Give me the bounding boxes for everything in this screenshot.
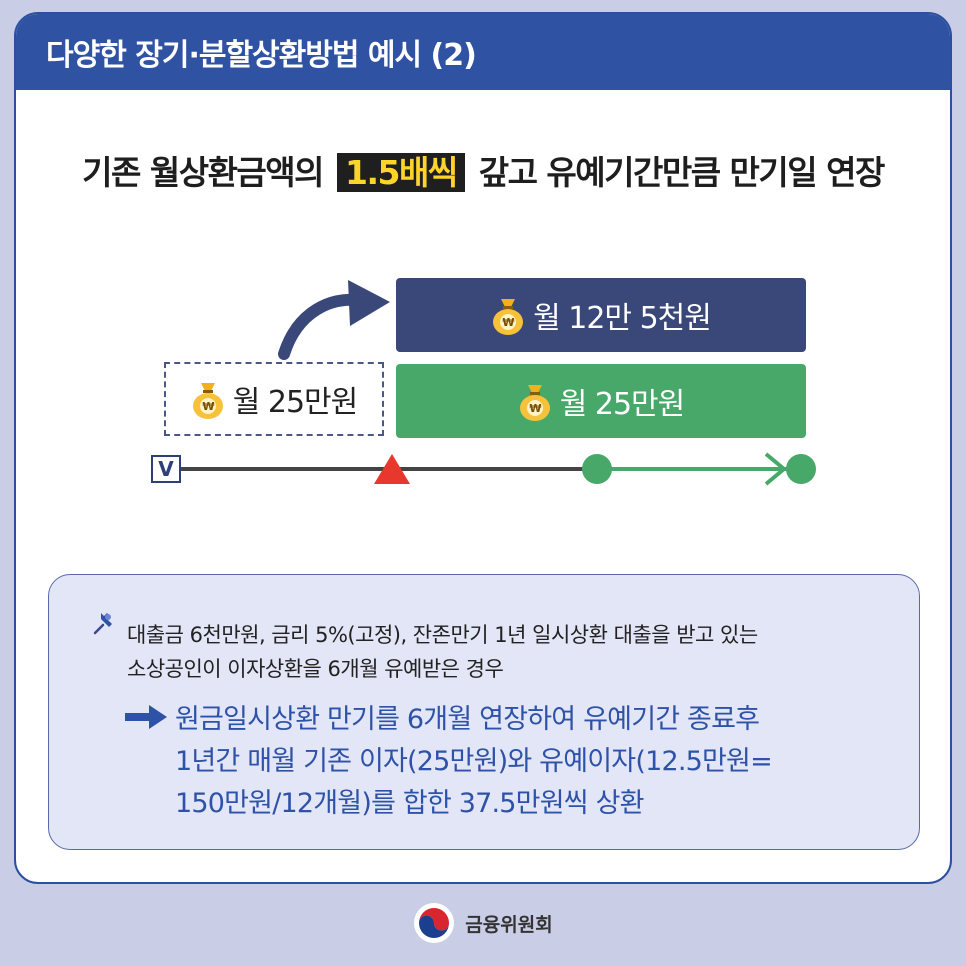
- timeline: [176, 452, 816, 486]
- right-arrow-icon: [125, 705, 167, 729]
- result-line-2: 1년간 매월 기존 이자(25만원)와 유예이자(12.5만원=: [175, 746, 773, 777]
- svg-text:₩: ₩: [202, 400, 214, 413]
- money-bag-icon: ₩: [519, 385, 550, 421]
- svg-text:₩: ₩: [529, 402, 541, 415]
- old-payment-box: ₩ 월 25만원: [164, 362, 384, 436]
- new-payment-bottom-box: ₩ 월 25만원: [396, 364, 806, 438]
- headline-after: 갚고 유예기간만큼 만기일 연장: [478, 153, 886, 192]
- pushpin-icon: [93, 613, 112, 635]
- start-mark: V: [151, 455, 181, 483]
- start-mark-label: V: [158, 457, 174, 481]
- svg-text:₩: ₩: [503, 316, 515, 329]
- org-name: 금융위원회: [465, 913, 553, 936]
- info-line-1: 대출금 6천만원, 금리 5%(고정), 잔존만기 1년 일시상환 대출을 받고…: [127, 623, 758, 647]
- new-payment-top-label: 월 12만 5천원: [533, 301, 712, 336]
- result-line-1: 원금일시상환 만기를 6개월 연장하여 유예기간 종료후: [175, 704, 760, 735]
- grace-period-triangle-icon: [374, 454, 410, 484]
- info-box: 대출금 6천만원, 금리 5%(고정), 잔존만기 1년 일시상환 대출을 받고…: [48, 574, 920, 850]
- timeline-arrowhead: [764, 452, 788, 486]
- headline-before: 기존 월상환금액의: [82, 153, 324, 192]
- money-bag-icon: ₩: [493, 299, 524, 335]
- government-emblem-icon: [414, 903, 455, 943]
- money-bag-icon: ₩: [192, 383, 223, 419]
- card-header: 다양한 장기·분할상환방법 예시 (2): [16, 14, 950, 90]
- headline-highlight: 1.5배씩: [337, 153, 465, 192]
- card-title: 다양한 장기·분할상환방법 예시 (2): [46, 38, 477, 73]
- new-payment-bottom-label: 월 25만원: [559, 387, 686, 422]
- new-payment-top-box: ₩ 월 12만 5천원: [396, 278, 806, 352]
- curved-arrow-icon: [278, 280, 390, 360]
- footer: 금융위원회: [0, 898, 966, 948]
- info-line-2: 소상공인이 이자상환을 6개월 유예받은 경우: [127, 657, 504, 681]
- headline: 기존 월상환금액의 1.5배씩 갚고 유예기간만큼 만기일 연장: [16, 146, 950, 194]
- extended-maturity-dot: [786, 454, 816, 484]
- old-payment-label: 월 25만원: [232, 385, 359, 420]
- content-card: 다양한 장기·분할상환방법 예시 (2) 기존 월상환금액의 1.5배씩 갚고 …: [14, 12, 952, 884]
- original-maturity-dot: [582, 454, 612, 484]
- result-line-3: 150만원/12개월)를 합한 37.5만원씩 상환: [175, 788, 644, 819]
